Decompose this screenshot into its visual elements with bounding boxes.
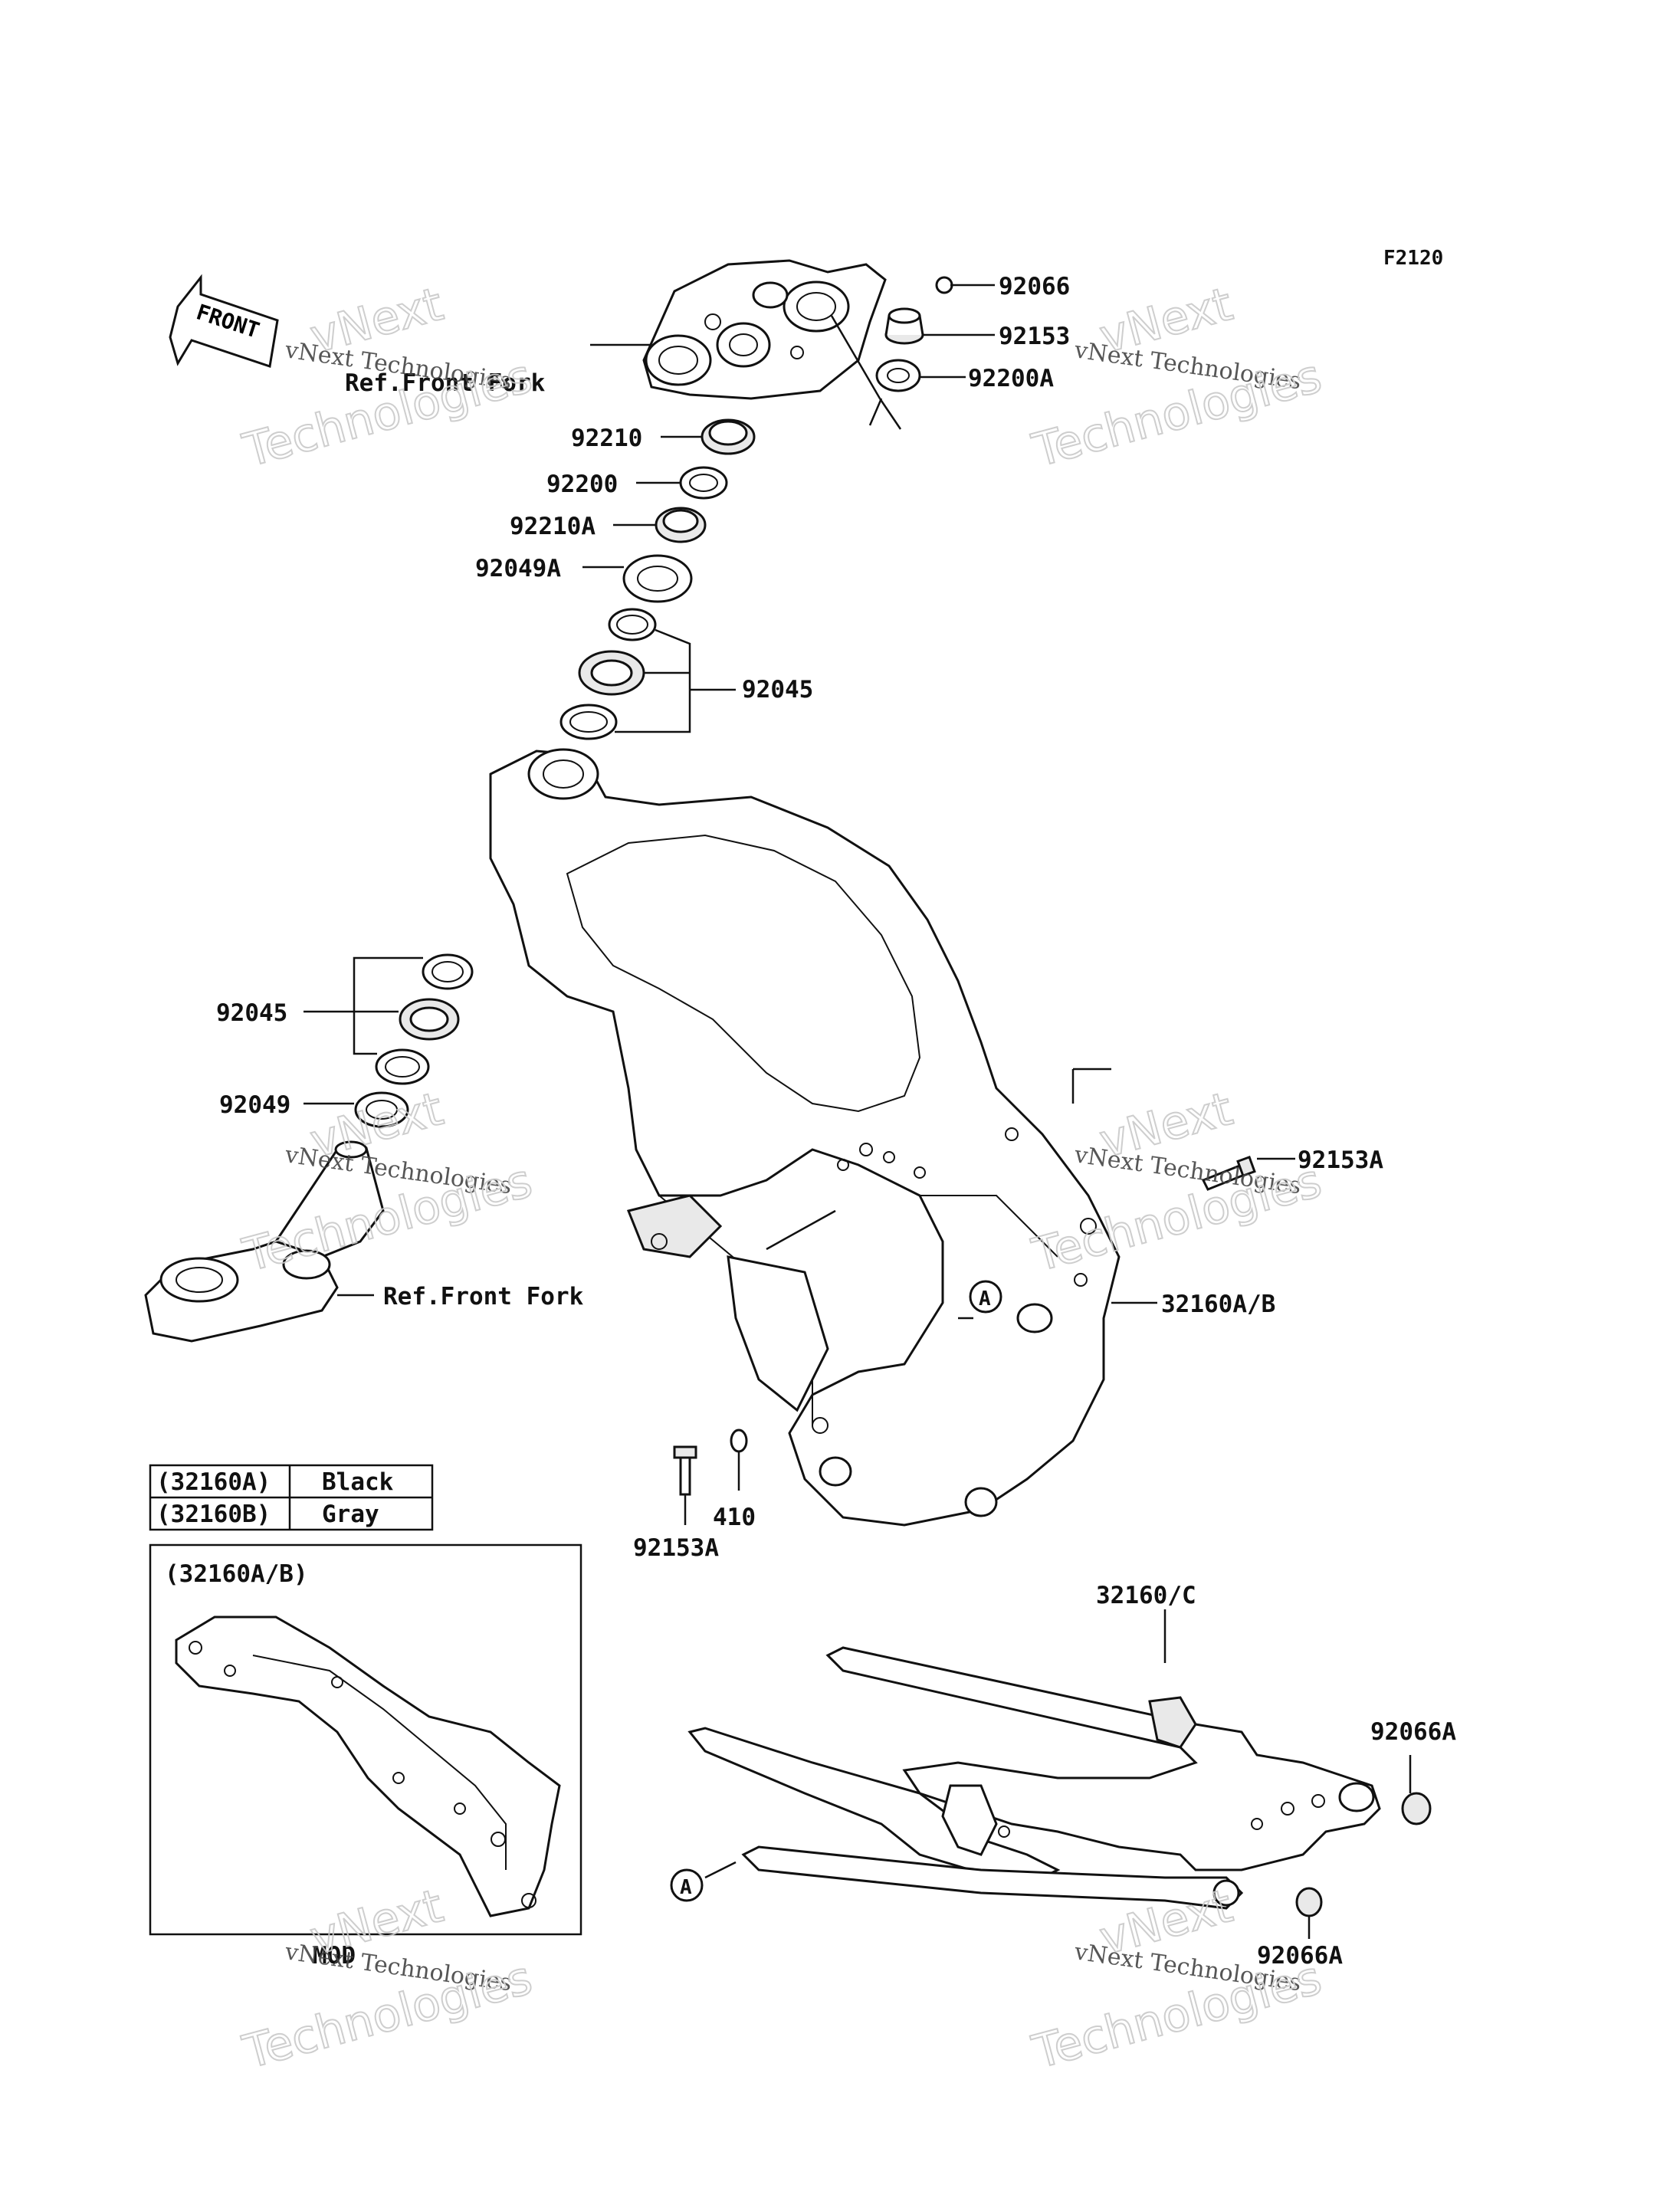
race-92045-upper [608, 608, 657, 641]
label-92049: 92049 [219, 1091, 290, 1119]
label-410: 410 [713, 1504, 756, 1531]
subframe-32160C [687, 1646, 1381, 1910]
inset-title: (32160A/B) [165, 1560, 308, 1588]
watermark-1: vNext vNext Technologies Technologies [237, 277, 538, 479]
watermark-6: vNext vNext Technologies Technologies [1026, 1878, 1327, 2081]
seal-92049 [354, 1091, 409, 1128]
table-code-0: (32160A) [156, 1468, 271, 1496]
locknut-92210 [701, 418, 756, 455]
label-92153: 92153 [999, 323, 1070, 350]
race-92045-lower-bottom [375, 1048, 430, 1085]
figure-code: F2120 [1383, 247, 1443, 270]
leader-lines [304, 284, 1295, 1525]
washer-92200A [875, 359, 921, 392]
inset-frame-drawing [175, 1615, 561, 1917]
cap-92066A-right [1401, 1792, 1432, 1825]
label-92045-upper: 92045 [742, 676, 813, 704]
svg-text:A: A [680, 1876, 692, 1899]
subframe-leaders [704, 1609, 1412, 1939]
ref-A-main: A [969, 1280, 1002, 1314]
table-color-1: Gray [322, 1501, 379, 1528]
color-table: (32160A) Black (32160B) Gray [149, 1464, 434, 1531]
ref-A-sub: A [670, 1868, 704, 1902]
label-32160AB: 32160A/B [1161, 1291, 1275, 1318]
label-92066A-right: 92066A [1370, 1718, 1456, 1746]
label-92066A-bottom: 92066A [1257, 1942, 1343, 1970]
label-92153A-bottom: 92153A [633, 1534, 719, 1562]
seal-92049A [622, 554, 693, 603]
washer-410 [730, 1429, 748, 1453]
race-92045-lower-top [422, 953, 474, 990]
svg-text:A: A [979, 1287, 991, 1310]
bearing-92045-upper [578, 650, 645, 696]
front-arrow-icon: FRONT [169, 274, 279, 368]
label-92210A: 92210A [510, 513, 596, 540]
table-color-0: Black [322, 1468, 394, 1496]
label-32160C: 32160/C [1096, 1582, 1196, 1609]
lower-triple-clamp [144, 1140, 385, 1343]
label-92153A-right: 92153A [1298, 1146, 1383, 1174]
race-92045-upper-bottom [559, 704, 618, 740]
washer-92200 [679, 466, 728, 500]
label-92210: 92210 [571, 425, 642, 452]
callout-labels: 92066 92153 92200A Ref.Front Fork 92210 … [216, 273, 1383, 1562]
label-ref-fork-bottom: Ref.Front Fork [383, 1283, 584, 1310]
main-frame-32160AB [489, 748, 1121, 1527]
inset-caption: MOD [313, 1942, 356, 1970]
label-92200A: 92200A [968, 365, 1054, 392]
label-92045-lower: 92045 [216, 999, 287, 1027]
locknut-92210A [655, 507, 707, 543]
label-92200: 92200 [546, 471, 618, 498]
bolt-92153A-right [1201, 1155, 1256, 1191]
bolt-92153A-bottom [673, 1445, 697, 1496]
label-ref-fork-top: Ref.Front Fork [345, 369, 546, 397]
table-code-1: (32160B) [156, 1501, 271, 1528]
label-92066: 92066 [999, 273, 1070, 300]
watermark-2: vNext vNext Technologies Technologies [1026, 277, 1327, 479]
inset-box: (32160A/B) [149, 1543, 582, 1936]
bolt-92153 [884, 307, 924, 345]
cap-92066A-bottom [1295, 1887, 1323, 1917]
cap-92066 [935, 276, 953, 294]
label-92049A: 92049A [475, 555, 561, 582]
upper-triple-clamp [642, 259, 887, 400]
bearing-92045-lower [399, 998, 460, 1041]
